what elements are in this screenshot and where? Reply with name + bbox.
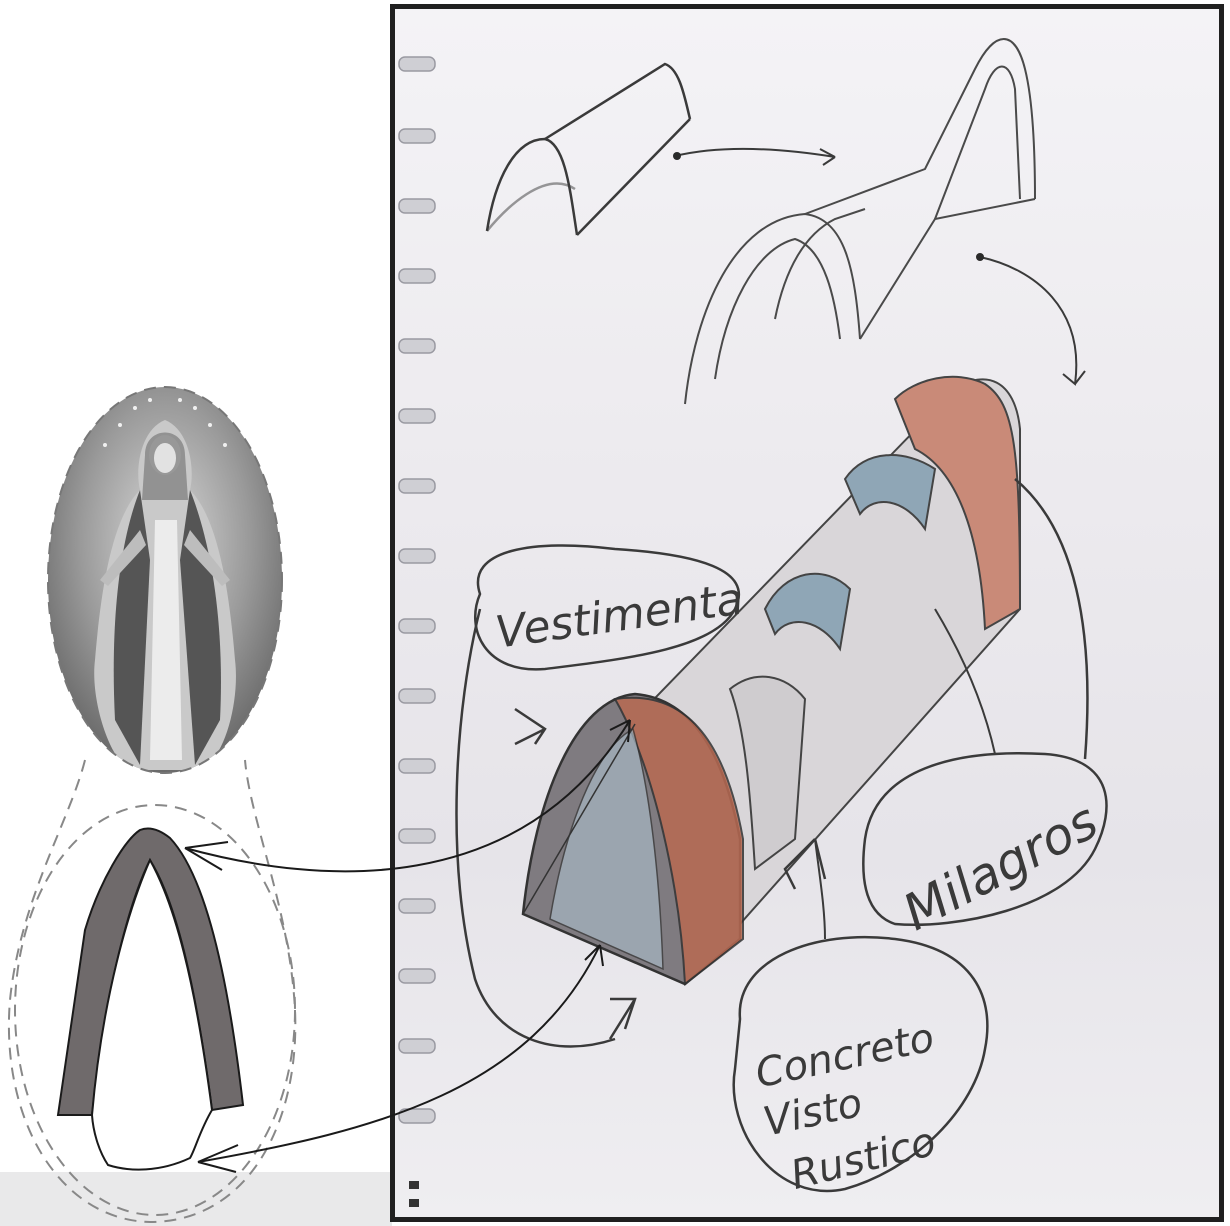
corner-mark	[409, 1181, 419, 1189]
concept-panel	[0, 0, 400, 1226]
note-milagros: Milagros	[894, 792, 1107, 942]
virgin-mary-icon	[48, 387, 282, 773]
arrow-2	[980, 257, 1085, 384]
sketch-vault-1	[487, 64, 690, 235]
notebook-sketch-frame: Vestimenta Milagros Concreto Visto Rusti…	[390, 4, 1224, 1222]
arrow-1	[675, 149, 835, 165]
sketch-canvas: Vestimenta Milagros Concreto Visto Rusti…	[395, 9, 1221, 1219]
notebook-spiral-binding	[399, 57, 435, 1123]
sketch-arches-2	[685, 39, 1035, 404]
corner-mark	[409, 1199, 419, 1207]
